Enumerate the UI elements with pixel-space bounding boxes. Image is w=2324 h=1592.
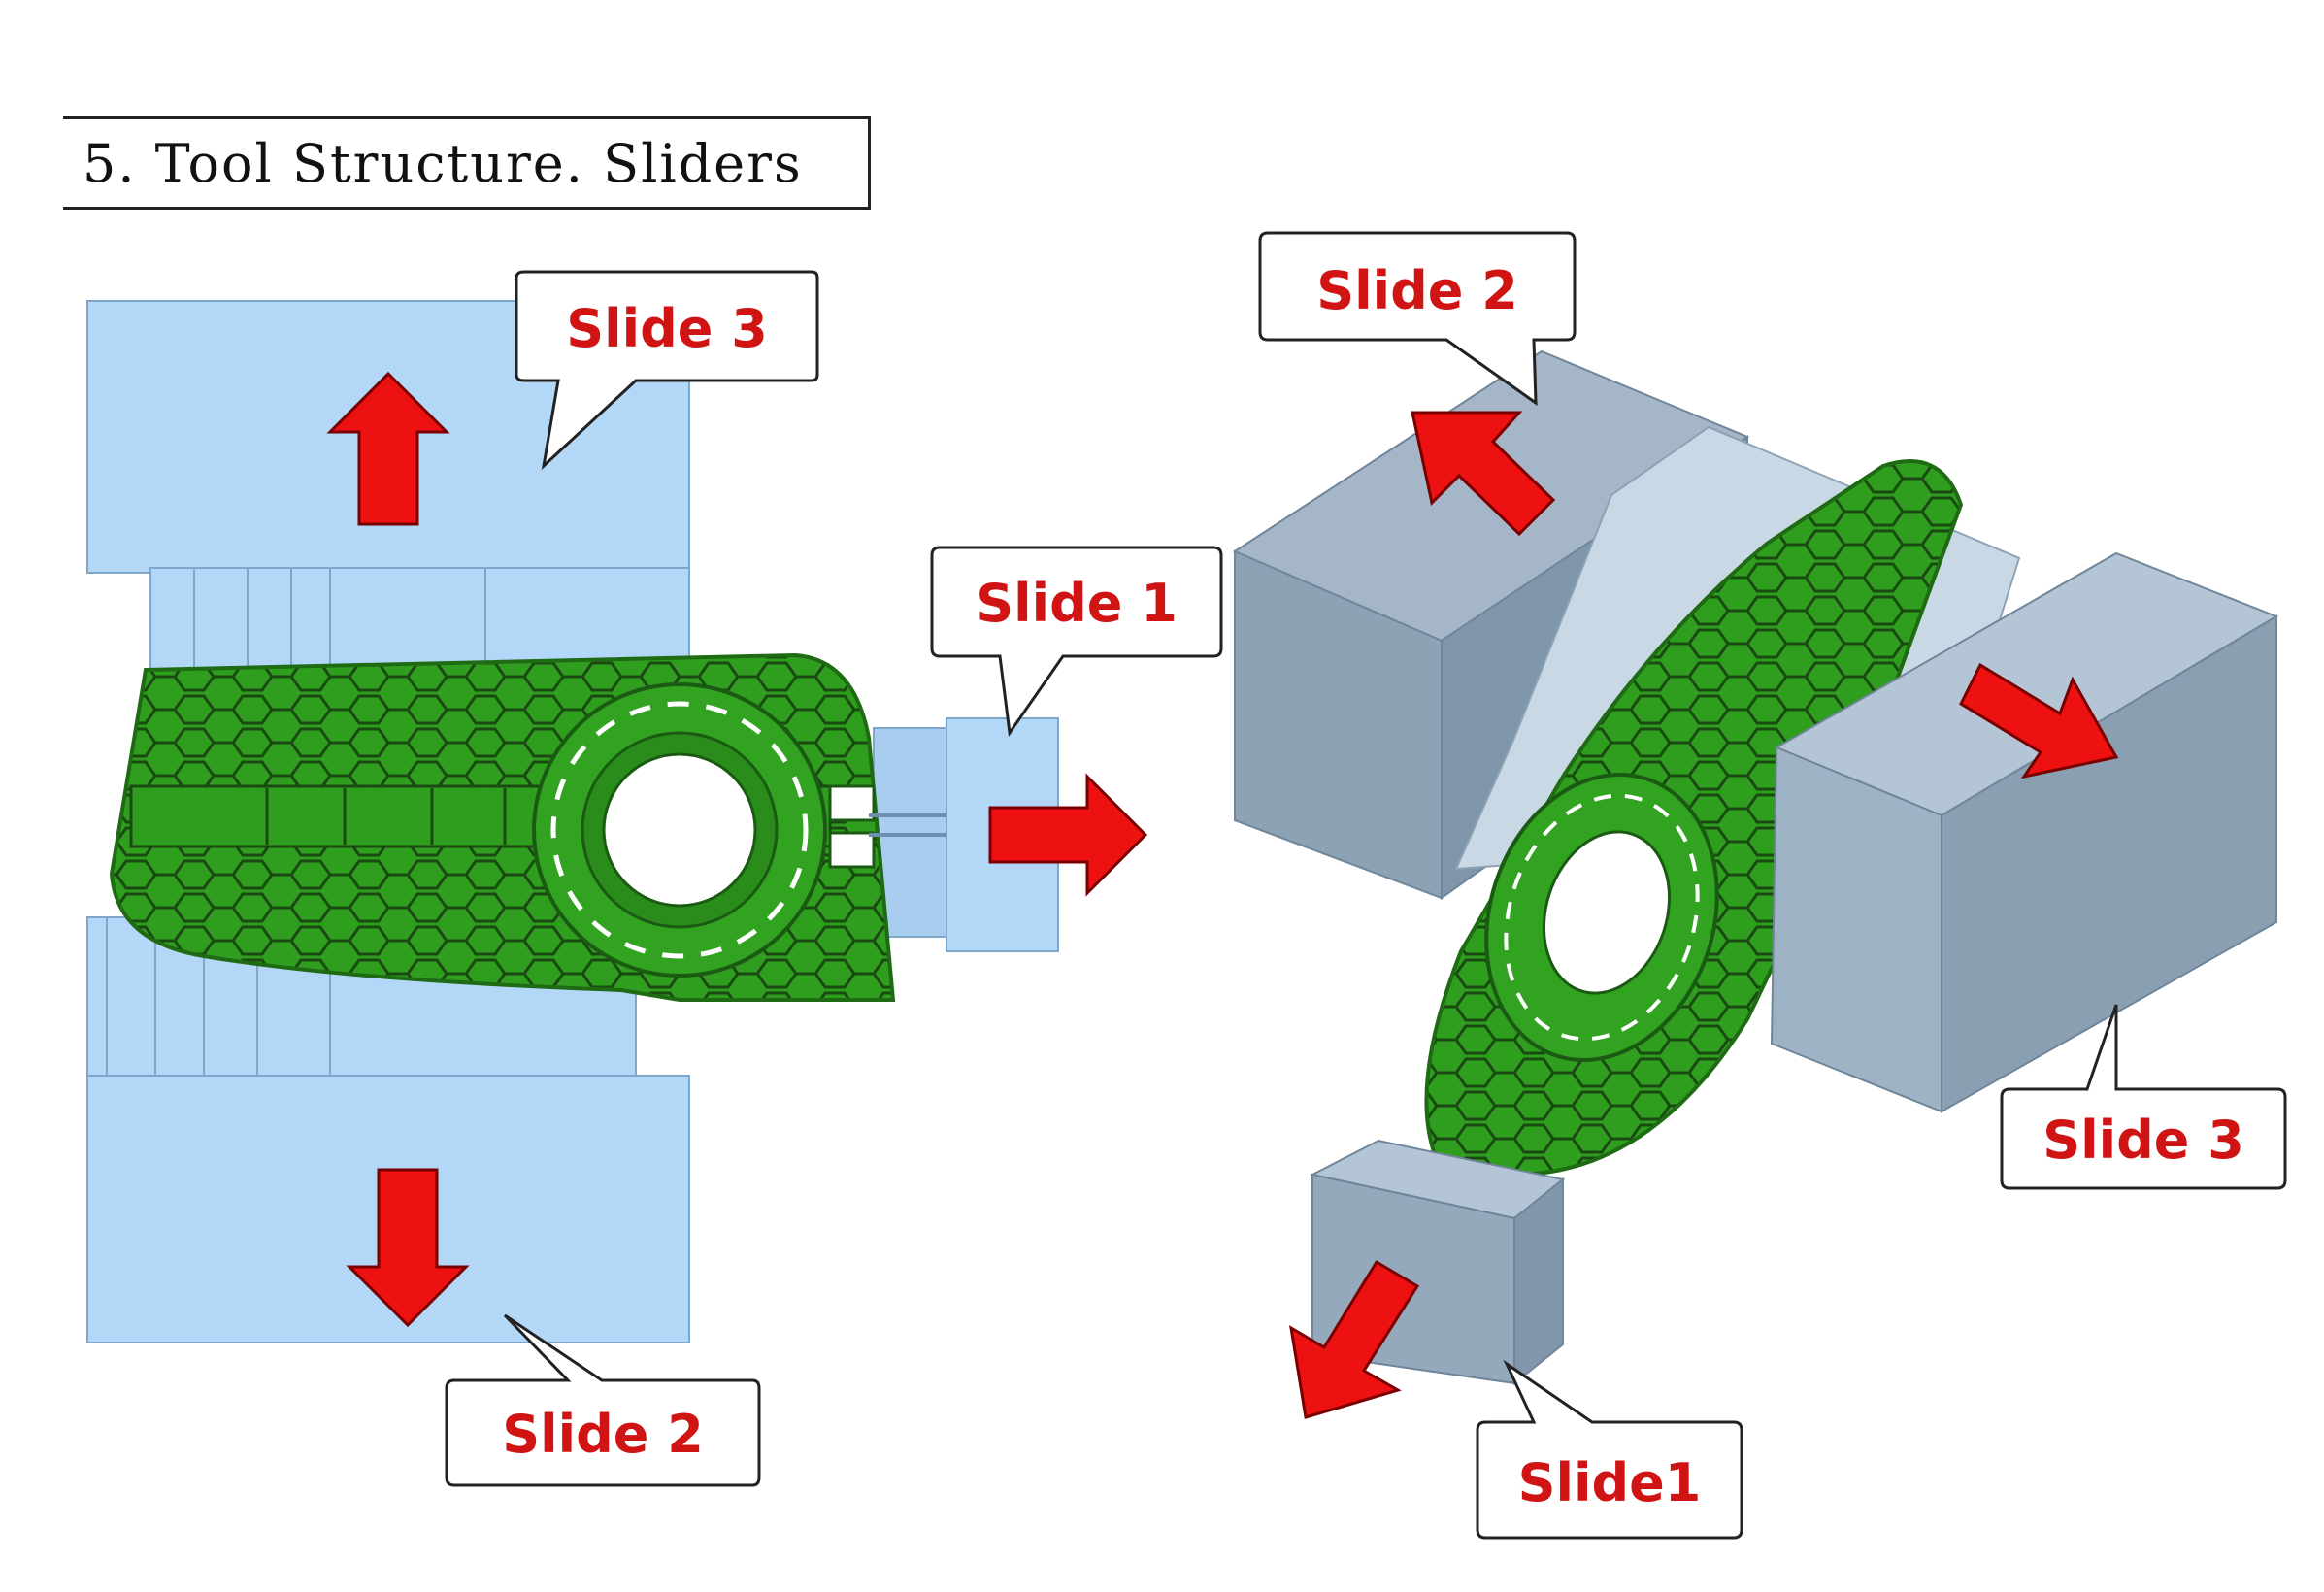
right-slide3-side [1941,614,2277,1113]
right-fog-hole [1542,830,1672,995]
left-arrow-up [326,371,450,526]
label-right-slide3: Slide 3 [2042,1110,2244,1171]
label-left-slide3: Slide 3 [566,298,768,359]
left-fog-ring-dash [550,701,809,959]
label-right-slide1: Slide1 [1518,1452,1702,1513]
label-left-slide2: Slide 2 [502,1404,704,1465]
callout-left-slide1: Slide 1 [930,546,1223,738]
left-fog-hole [602,752,757,908]
right-slide1-side [1513,1177,1564,1386]
left-arrow-right [988,773,1148,897]
page-title: 5. Tool Structure. Sliders [63,116,871,210]
callout-right-slide1: Slide1 [1476,1359,1743,1540]
left-view [86,300,1148,1343]
label-left-slide1: Slide 1 [976,573,1178,634]
callout-left-slide2: Slide 2 [445,1313,761,1487]
right-arrow-slide1 [1289,1259,1420,1419]
right-view [1232,349,2279,1419]
label-right-slide2: Slide 2 [1316,260,1518,321]
callout-right-slide3: Slide 3 [2000,1004,2287,1190]
right-arrow-slide3 [1959,662,2119,779]
left-arrow-down [346,1168,470,1328]
callout-right-slide2: Slide 2 [1258,231,1577,406]
callout-left-slide3: Slide 3 [515,270,819,471]
right-arrow-slide2 [1411,411,1556,537]
